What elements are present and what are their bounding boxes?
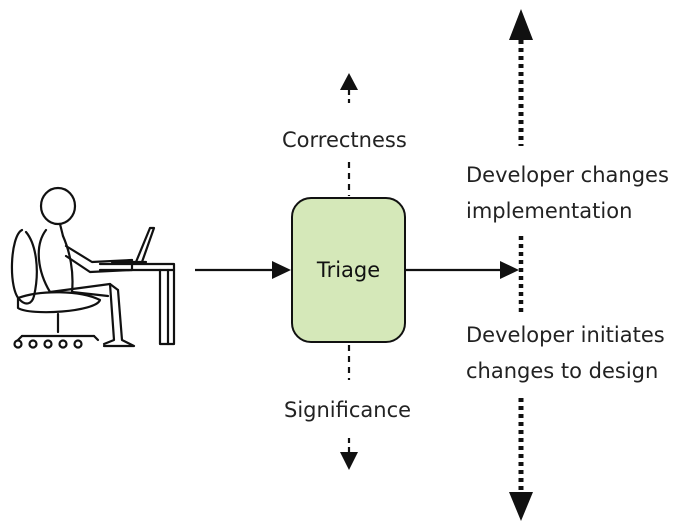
outcome-bottom-line2: changes to design [466, 359, 659, 383]
correctness-axis-arrow [340, 73, 358, 196]
output-arrow [406, 261, 519, 279]
input-arrow [195, 261, 291, 279]
outcome-top-line2: implementation [466, 199, 633, 223]
outcome-top-line1: Developer changes [466, 163, 669, 187]
triage-box-fill [292, 198, 405, 342]
design-axis [509, 9, 533, 521]
triage-label: Triage [316, 258, 381, 282]
significance-label: Significance [284, 398, 412, 422]
correctness-label: Correctness [282, 128, 407, 152]
triage-box: Triage [291, 197, 406, 343]
significance-axis-arrow [340, 345, 358, 470]
outcome-bottom-line1: Developer initiates [466, 323, 665, 347]
person-at-desk-icon [10, 186, 176, 349]
